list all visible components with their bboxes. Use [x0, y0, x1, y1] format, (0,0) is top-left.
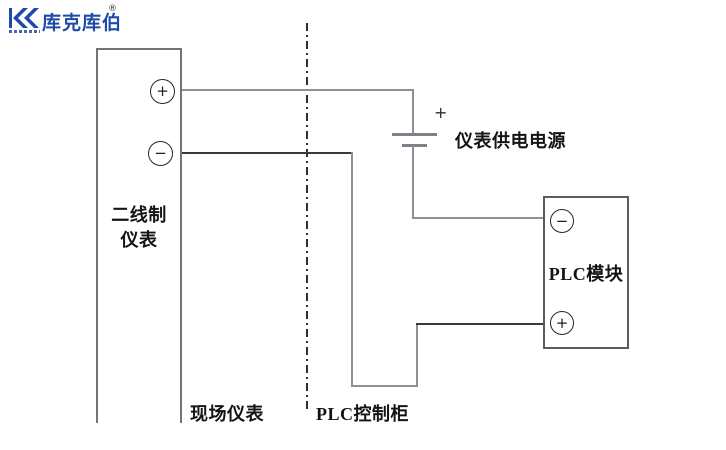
battery-positive-plate: [392, 133, 437, 136]
logo-tagline: [9, 30, 40, 33]
plc-plus-terminal: +: [550, 311, 574, 335]
wire-minus-drop: [351, 152, 353, 387]
field-instrument-label-line1: 二线制: [111, 205, 167, 225]
wire-plus-horizontal: [182, 89, 413, 91]
plc-minus-terminal: −: [550, 209, 574, 233]
zone-label-plc-cabinet: PLC控制柜: [316, 404, 409, 424]
zone-label-field-instrument: 现场仪表: [190, 404, 264, 424]
battery-negative-plate: [402, 144, 427, 147]
wire-bottom-run: [351, 385, 418, 387]
zone-divider-dashed-line: [306, 23, 308, 413]
brand-chevron-icon: [9, 8, 39, 28]
instrument-minus-terminal: −: [148, 141, 173, 166]
registered-trademark-icon: ®: [108, 4, 117, 14]
brand-name: 库克库伯: [42, 12, 123, 34]
battery-polarity-label: +: [434, 103, 448, 122]
minus-sign: −: [154, 144, 167, 162]
plc-module-label: PLC模块: [548, 264, 624, 284]
wire-to-plc-minus: [412, 217, 543, 219]
plus-sign: +: [555, 313, 569, 332]
field-instrument-label: 二线制 仪表: [96, 203, 182, 253]
power-supply-label: 仪表供电电源: [455, 131, 566, 151]
wire-plus-drop-to-battery: [412, 89, 414, 134]
plus-sign: +: [156, 82, 169, 100]
wire-rise-to-plus: [416, 323, 418, 387]
instrument-plus-terminal: +: [150, 79, 175, 104]
field-instrument-box: [96, 48, 182, 423]
wire-to-plc-plus: [416, 323, 543, 325]
wire-battery-drop: [412, 146, 414, 218]
field-instrument-label-line2: 仪表: [120, 230, 158, 250]
wire-minus-horizontal: [182, 152, 352, 154]
minus-sign: −: [555, 211, 569, 230]
